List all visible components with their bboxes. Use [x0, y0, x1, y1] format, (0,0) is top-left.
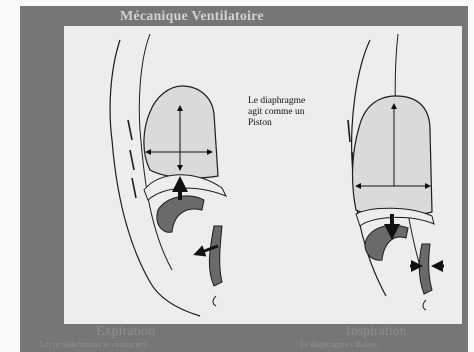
- piston-note: Le diaphragme agit comme un Piston: [248, 96, 348, 129]
- left-hook: [213, 296, 216, 306]
- left-lung: [144, 86, 218, 178]
- right-hook: [423, 300, 426, 310]
- left-spine-dashes: [128, 120, 136, 198]
- expiration-label: Expiration: [96, 324, 155, 340]
- expiration-figure: [110, 34, 226, 316]
- inspiration-label: Inspiration: [346, 324, 407, 340]
- expiration-caption: Les m abdominaux se contractent: [40, 340, 148, 349]
- left-abdominal-wall: [209, 226, 222, 286]
- piston-note-line-2: agit comme un: [248, 107, 348, 118]
- right-lung: [353, 96, 432, 216]
- right-abdominal-organ: [365, 225, 408, 260]
- piston-note-line-3: Piston: [248, 118, 348, 129]
- piston-note-line-1: Le diaphragme: [248, 96, 348, 107]
- left-abdominal-organ: [157, 196, 204, 232]
- right-abdominal-wall: [419, 244, 432, 294]
- inspiration-figure: [348, 34, 444, 310]
- inspiration-caption: Le diaphragme s'abaisse: [300, 340, 378, 349]
